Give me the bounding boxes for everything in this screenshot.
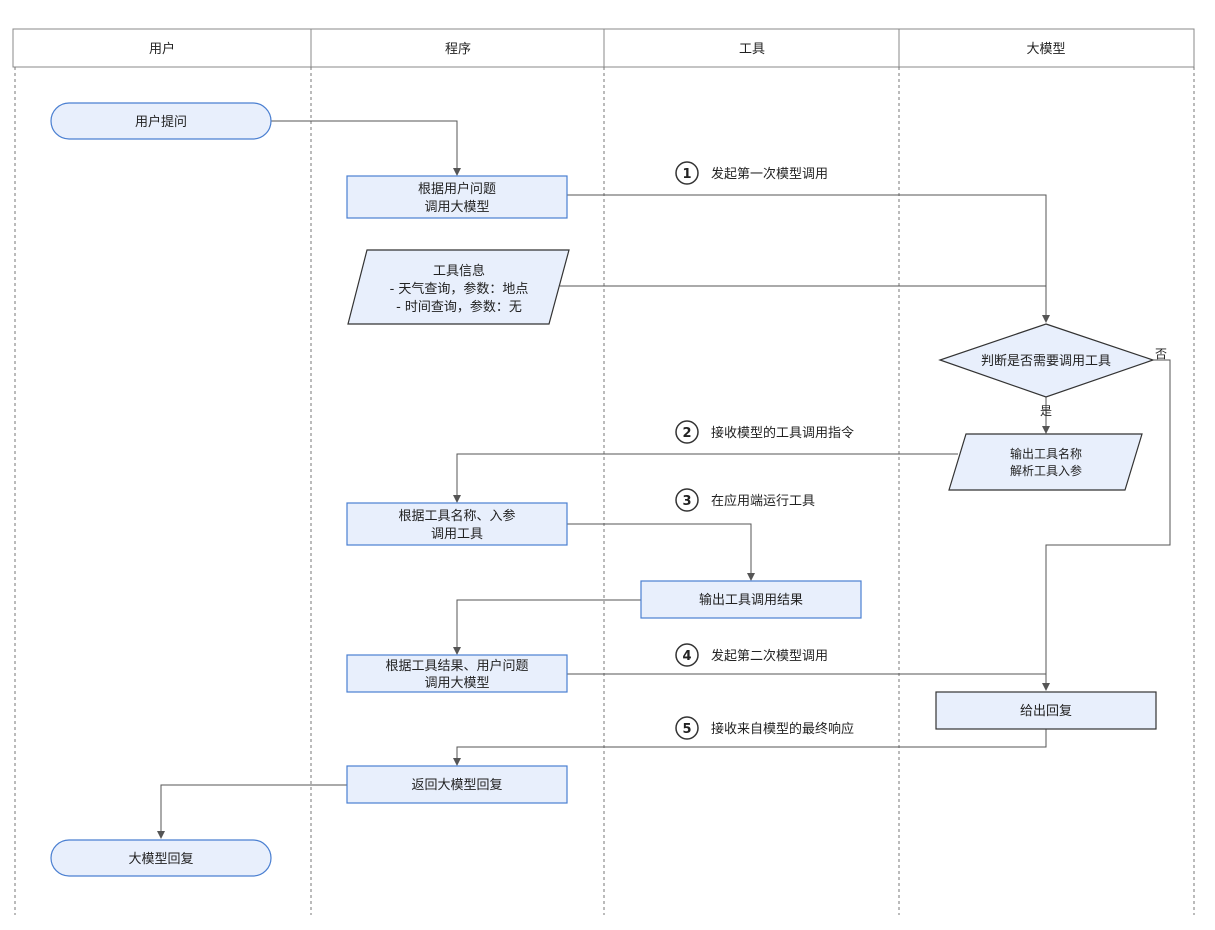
lane-title-program: 程序 [445,42,471,57]
edge-result-to-call2 [453,599,641,655]
decision-need-tool: 判断是否需要调用工具 [938,323,1155,398]
step-number: 4 [682,649,691,664]
output-tool-line1: 输出工具名称 [1010,446,1082,461]
call-model2-line2: 调用大模型 [424,676,489,691]
call-model2-line1: 根据工具结果、用户问题 [385,658,528,674]
step-number: 3 [682,494,691,509]
lane-title-model: 大模型 [1026,42,1065,57]
connectors [157,120,1171,839]
step-label: 在应用端运行工具 [711,493,815,509]
process-return-reply: 返回大模型回复 [346,765,568,804]
step-annotation-5: 5 接收来自模型的最终响应 [675,716,854,740]
step-annotation-3: 3 在应用端运行工具 [675,488,815,512]
step-annotation-2: 2 接收模型的工具调用指令 [675,420,854,444]
edge-call-to-decision [567,194,1050,323]
call-model-line1: 根据用户问题 [418,181,496,197]
tool-info-line3: - 时间查询，参数：无 [396,299,522,315]
edge-decision-no [1042,359,1171,691]
edge-reply-to-return [453,729,1047,766]
edge-question-to-call [271,120,461,176]
lane-title-tool: 工具 [739,42,765,57]
lane-title-user: 用户 [149,41,175,57]
step-label: 接收模型的工具调用指令 [711,425,854,441]
give-reply-label: 给出回复 [1020,704,1072,719]
step-label: 接收来自模型的最终响应 [711,721,854,737]
process-tool-result: 输出工具调用结果 [640,580,862,619]
process-call-model: 根据用户问题 调用大模型 [346,175,568,219]
edge-calltool-to-result [567,523,755,581]
decision-label: 判断是否需要调用工具 [981,354,1111,369]
call-model-line2: 调用大模型 [424,200,489,215]
step-label: 发起第二次模型调用 [711,648,828,664]
tool-result-label: 输出工具调用结果 [699,592,803,608]
call-tool-line1: 根据工具名称、入参 [398,508,515,524]
step-number: 2 [682,426,691,441]
step-number: 5 [682,722,691,737]
branch-yes-label: 是 [1040,404,1052,418]
step-annotation-4: 4 发起第二次模型调用 [675,643,828,667]
process-call-model-2: 根据工具结果、用户问题 调用大模型 [346,654,568,693]
tool-info-line1: 工具信息 [433,263,485,279]
edge-return-to-final [157,784,347,839]
final-reply-label: 大模型回复 [128,852,193,867]
output-tool-line2: 解析工具入参 [1010,463,1082,478]
user-question-label: 用户提问 [135,114,187,130]
process-give-reply: 给出回复 [935,691,1157,730]
edge-output-to-calltool [453,453,958,503]
terminal-user-question: 用户提问 [50,102,272,140]
data-tool-info: 工具信息 - 天气查询，参数：地点 - 时间查询，参数：无 [347,249,570,325]
return-reply-label: 返回大模型回复 [411,778,502,793]
lane-separators [14,67,1195,915]
process-call-tool: 根据工具名称、入参 调用工具 [346,502,568,546]
terminal-final-reply: 大模型回复 [50,839,272,877]
branch-no-label: 否 [1155,347,1167,361]
data-output-tool: 输出工具名称 解析工具入参 [948,433,1143,491]
step-label: 发起第一次模型调用 [711,166,828,182]
call-tool-line2: 调用工具 [431,527,483,542]
step-annotation-1: 1 发起第一次模型调用 [675,161,828,185]
step-number: 1 [682,167,691,182]
swimlane-header: 用户 程序 工具 大模型 [12,28,1195,68]
tool-info-line2: - 天气查询，参数：地点 [390,281,529,297]
